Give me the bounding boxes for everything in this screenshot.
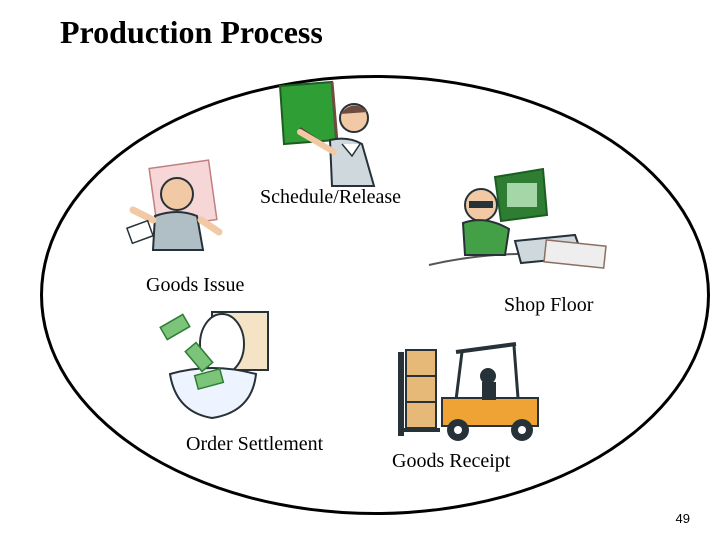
money-toilet-icon	[159, 311, 269, 420]
goods-receipt-label: Goods Receipt	[392, 450, 511, 472]
presenter-icon	[278, 80, 376, 187]
schedule-release-label: Schedule/Release	[260, 186, 402, 208]
slide-title: Production Process	[60, 14, 323, 50]
shop-floor-label: Shop Floor	[504, 294, 594, 316]
process-cycle-ellipse	[40, 75, 710, 515]
frustrated-worker-icon	[125, 159, 223, 251]
goods-issue-label: Goods Issue	[146, 274, 245, 296]
forklift-icon	[398, 342, 539, 441]
computer-worker-icon	[428, 167, 607, 269]
page-number: 49	[675, 511, 690, 526]
order-settlement-label: Order Settlement	[186, 433, 324, 455]
